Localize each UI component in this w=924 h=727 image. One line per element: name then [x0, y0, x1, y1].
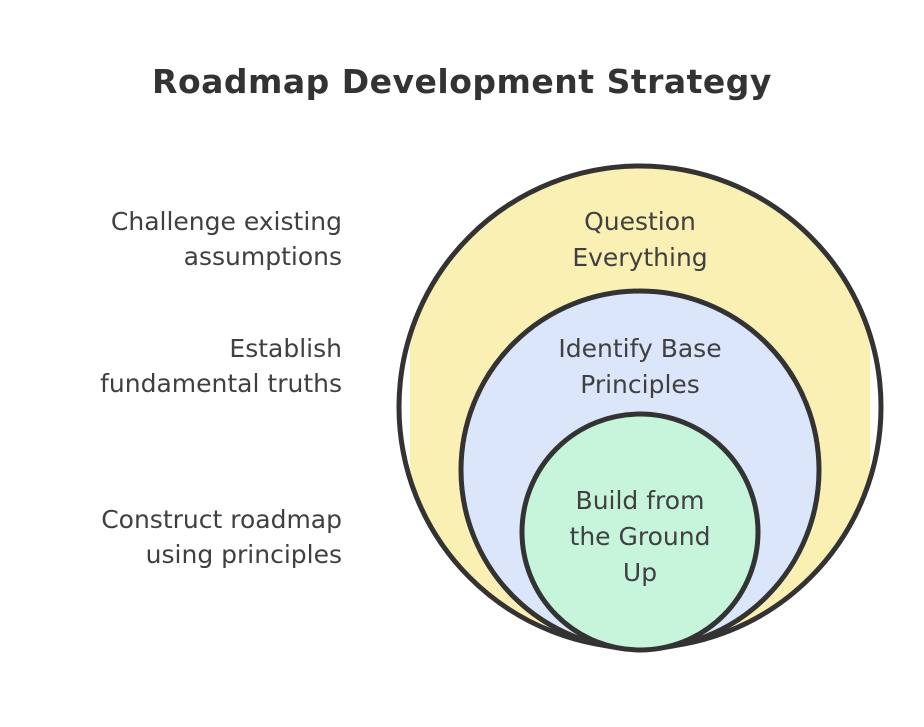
inner-layer-description: Construct roadmap using principles: [22, 502, 342, 572]
middle-desc-line-1: Establish: [229, 334, 342, 363]
outer-layer-description: Challenge existing assumptions: [22, 204, 342, 274]
diagram-title: Roadmap Development Strategy: [152, 62, 772, 101]
outer-desc-line-1: Challenge existing: [110, 207, 342, 236]
inner-label-line-3: Up: [622, 558, 658, 587]
middle-circle-label: Identify Base Principles: [510, 331, 770, 403]
middle-label-line-1: Identify Base: [558, 334, 722, 363]
middle-layer-description: Establish fundamental truths: [22, 331, 342, 401]
outer-label-line-1: Question: [584, 207, 696, 236]
inner-circle: [519, 411, 761, 653]
outer-desc-line-2: assumptions: [183, 242, 342, 271]
outer-circle-label: Question Everything: [520, 204, 760, 276]
middle-desc-line-2: fundamental truths: [100, 369, 342, 398]
inner-desc-line-1: Construct roadmap: [101, 505, 342, 534]
inner-label-line-2: the Ground: [569, 522, 711, 551]
inner-circle-label: Build from the Ground Up: [540, 483, 740, 591]
inner-label-line-1: Build from: [575, 486, 705, 515]
outer-label-line-2: Everything: [572, 243, 708, 272]
inner-desc-line-2: using principles: [145, 540, 342, 569]
middle-label-line-2: Principles: [580, 370, 700, 399]
